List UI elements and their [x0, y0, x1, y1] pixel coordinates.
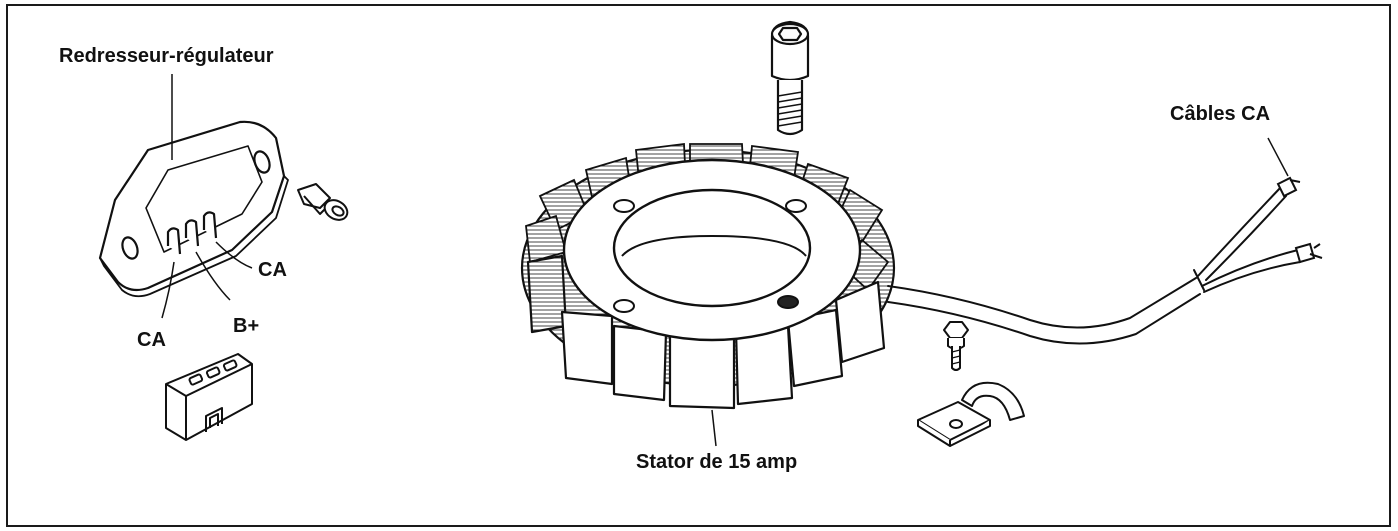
rectifier-regulator: [98, 120, 289, 298]
connector-plug: [165, 353, 253, 441]
regulator-label: Redresseur-régulateur: [59, 45, 274, 67]
stator-core: [520, 142, 896, 410]
ca-right-label: CA: [258, 259, 287, 281]
b-plus-label: B+: [233, 315, 260, 337]
cable-terminals: [1276, 176, 1323, 264]
ca-left-label: CA: [137, 329, 166, 351]
cable-clamp: [917, 381, 1025, 447]
clamp-bolt: [943, 321, 969, 371]
ac-cable-harness: [887, 185, 1301, 345]
ac-cables-label: Câbles CA: [1170, 103, 1271, 125]
stator-bolt: [770, 20, 810, 136]
stator-label: Stator de 15 amp: [636, 451, 798, 473]
regulator-screw: [297, 183, 349, 221]
cables-leader: [1267, 137, 1289, 177]
regulator-leaders: [161, 74, 253, 319]
stator-leader: [711, 409, 717, 447]
